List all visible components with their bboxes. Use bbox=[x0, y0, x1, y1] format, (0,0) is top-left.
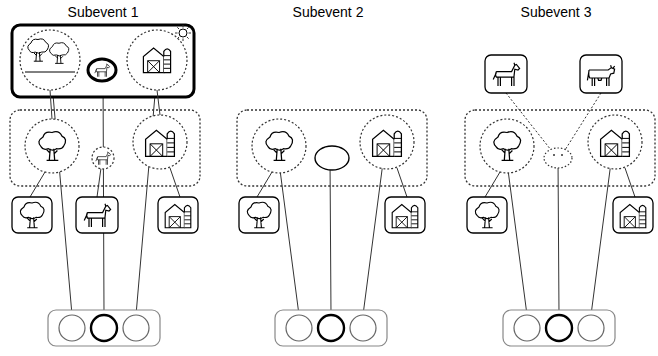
link-line bbox=[183, 39, 184, 42]
focus-ellipse bbox=[88, 59, 116, 81]
link-line bbox=[177, 37, 179, 39]
barn-icon bbox=[620, 205, 646, 228]
subevent-heading: Subevent 2 bbox=[293, 4, 364, 20]
bottom-circle bbox=[350, 315, 376, 341]
barn-icon bbox=[143, 48, 170, 73]
link-line bbox=[103, 70, 104, 315]
icon-box bbox=[12, 197, 52, 233]
bottom-circle bbox=[123, 315, 149, 341]
ground-line bbox=[25, 72, 75, 73]
bottom-circle bbox=[578, 315, 604, 341]
horse-icon bbox=[96, 152, 111, 165]
link-line bbox=[30, 172, 45, 197]
dot bbox=[553, 154, 555, 156]
barn-icon bbox=[165, 205, 191, 228]
link-line bbox=[187, 27, 189, 29]
barn-icon bbox=[601, 130, 630, 156]
dashed-panel bbox=[465, 110, 655, 186]
link-line bbox=[363, 147, 385, 315]
bottom-circle bbox=[59, 315, 85, 341]
scene-circle bbox=[127, 30, 187, 90]
dashed-circle bbox=[588, 115, 642, 169]
link-line bbox=[625, 168, 635, 197]
link-line bbox=[175, 33, 178, 34]
link-line bbox=[187, 37, 189, 39]
dashed-circle bbox=[360, 115, 414, 169]
link-line bbox=[485, 172, 500, 197]
dashed-panel bbox=[10, 110, 200, 186]
empty-ellipse bbox=[315, 146, 349, 170]
tree-icon bbox=[20, 202, 44, 228]
subevent-heading: Subevent 1 bbox=[68, 4, 139, 20]
subevent-panel bbox=[465, 55, 655, 346]
tree-icon bbox=[247, 202, 271, 228]
bottom-circle bbox=[286, 315, 312, 341]
bottom-panel bbox=[503, 310, 615, 346]
dashed-circle bbox=[25, 119, 79, 173]
icon-box bbox=[158, 197, 198, 233]
dashed-circle bbox=[480, 119, 534, 173]
bottom-circle bbox=[546, 315, 572, 341]
horse-icon bbox=[95, 64, 110, 77]
icon-box bbox=[485, 55, 527, 93]
link-line bbox=[558, 158, 559, 315]
icon-box bbox=[76, 197, 118, 233]
link-line bbox=[177, 27, 179, 29]
subevent-panel bbox=[237, 110, 427, 346]
link-line bbox=[330, 158, 331, 315]
barn-icon bbox=[392, 205, 418, 228]
bottom-panel bbox=[48, 310, 160, 346]
bottom-circle bbox=[91, 315, 117, 341]
link-line bbox=[591, 147, 613, 315]
tree-icon bbox=[475, 202, 499, 228]
tree-icon bbox=[266, 132, 293, 161]
panel-shapes bbox=[237, 110, 427, 346]
icon-box bbox=[385, 197, 425, 233]
dashed-panel bbox=[237, 110, 427, 186]
tree-icon bbox=[39, 132, 66, 161]
link-line bbox=[397, 168, 407, 197]
tree-icon bbox=[50, 43, 69, 64]
scene-panel bbox=[12, 25, 194, 97]
link-line bbox=[170, 168, 180, 197]
dashed-circle bbox=[92, 147, 114, 169]
link-line bbox=[50, 90, 52, 119]
barn-icon bbox=[373, 130, 402, 156]
horse-icon bbox=[84, 204, 110, 227]
subevent-heading: Subevent 3 bbox=[521, 4, 592, 20]
link-line bbox=[189, 33, 192, 34]
tree-icon bbox=[28, 39, 49, 61]
link-line bbox=[257, 172, 272, 197]
panel-shapes bbox=[465, 55, 655, 346]
icon-box bbox=[613, 197, 653, 233]
sun-symbol bbox=[175, 25, 191, 41]
icon-box bbox=[467, 197, 507, 233]
sun-disc bbox=[179, 29, 187, 37]
scene-circle bbox=[20, 30, 80, 90]
dashed-circle bbox=[252, 119, 306, 173]
tree-icon bbox=[494, 132, 521, 161]
link-line bbox=[183, 25, 184, 28]
barn-icon bbox=[146, 130, 175, 156]
bottom-circle bbox=[514, 315, 540, 341]
icon-box bbox=[239, 197, 279, 233]
bottom-panel bbox=[275, 310, 387, 346]
link-line bbox=[97, 168, 101, 197]
subevent-panel bbox=[10, 25, 200, 346]
dotted-ellipse bbox=[544, 148, 572, 168]
dashed-circle bbox=[133, 115, 187, 169]
cow-icon bbox=[587, 65, 614, 86]
dot bbox=[561, 154, 563, 156]
bottom-circle bbox=[318, 315, 344, 341]
link-line bbox=[157, 90, 160, 115]
panel-shapes bbox=[10, 25, 200, 346]
horse-icon bbox=[493, 63, 519, 86]
icon-box bbox=[580, 55, 622, 93]
